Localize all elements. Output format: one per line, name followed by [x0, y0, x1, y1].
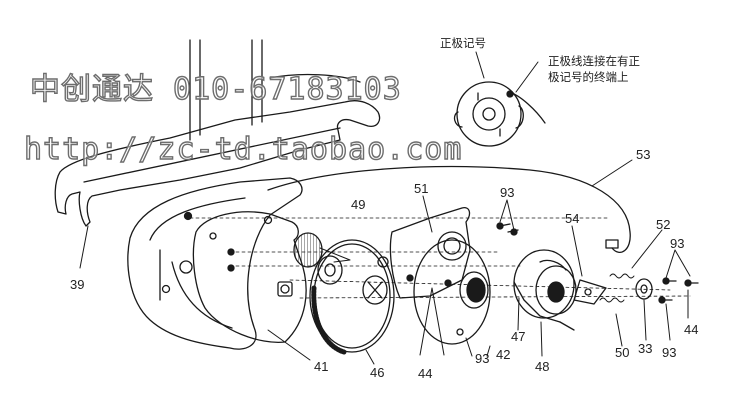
part-number-49: 49 [351, 197, 366, 212]
clutch-assembly-47-48 [513, 249, 577, 331]
part-number-39: 39 [70, 277, 85, 292]
part-number-51: 51 [414, 181, 429, 196]
watermark-url: http://zc-td.taobao.com [23, 131, 463, 167]
part-number-41: 41 [314, 359, 329, 374]
polarity-instruction-line2: 极记号的终端上 [548, 70, 629, 84]
lever-54 [573, 279, 607, 305]
springs-50-52 [599, 273, 635, 303]
part-number-48: 48 [535, 359, 550, 374]
part-number-54: 54 [565, 211, 580, 226]
part-number-33: 33 [638, 341, 653, 356]
part-number-44-right: 44 [684, 322, 699, 337]
polarity-inset-motor [453, 81, 546, 147]
part-number-93-right: 93 [670, 236, 685, 251]
washer-33 [635, 278, 653, 300]
part-number-93-upper: 93 [500, 185, 515, 200]
axis-guides [189, 217, 691, 299]
part-number-47: 47 [511, 329, 526, 344]
polarity-instruction-line1: 正极线连接在有正 [548, 54, 640, 68]
part-number-52: 52 [656, 217, 671, 232]
watermark-phone: 中创通达 010-67183103 [29, 71, 402, 107]
gearbox-cover-51 [377, 207, 471, 299]
part-number-44-lower: 44 [418, 366, 433, 381]
motor-plate-41 [192, 211, 307, 344]
leader-lines [79, 51, 691, 365]
part-number-42: 42 [496, 347, 511, 362]
connector-53 [605, 239, 619, 249]
cable-53 [267, 165, 631, 253]
polarity-mark-label: 正极记号 [440, 36, 486, 50]
part-number-50: 50 [615, 345, 630, 360]
part-number-93-bottom-right: 93 [662, 345, 677, 360]
disk-42 [413, 239, 491, 345]
large-gear-46 [309, 239, 395, 355]
small-gear-49 [293, 232, 343, 285]
part-number-53: 53 [636, 147, 651, 162]
part-number-46: 46 [370, 365, 385, 380]
screws-93 [444, 222, 699, 304]
hanger-bracket-39 [54, 39, 381, 227]
back-housing [127, 177, 303, 350]
part-number-93-lower: 93 [475, 351, 490, 366]
